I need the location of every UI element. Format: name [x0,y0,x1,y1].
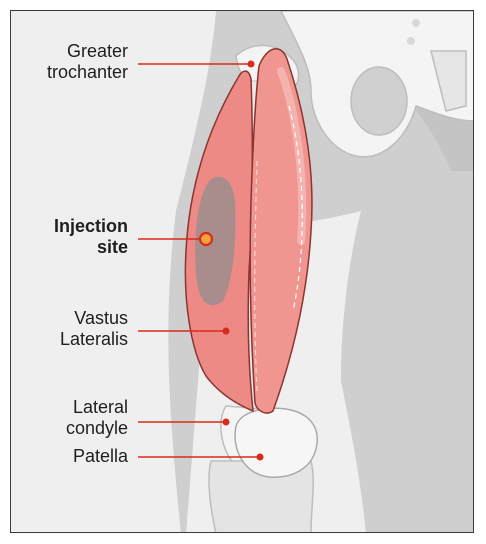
pubis-bone [430,50,467,112]
dot-lateral-condyle [222,418,230,426]
label-vastus-lateralis-line2: Lateralis [59,329,128,349]
dot-vastus-lateralis [222,327,230,335]
injection-area [195,176,236,306]
label-lateral-condyle-line1: Lateral [72,397,128,417]
label-greater-trochanter-line2: trochanter [46,62,128,82]
label-injection-site: Injection site [54,216,128,258]
obturator-foramen [350,66,408,136]
label-patella: Patella [73,446,128,467]
muscle-fiber-dashes [288,105,303,312]
label-injection-site-line2: site [96,237,128,257]
label-vastus-lateralis: Vastus Lateralis [60,308,128,350]
femur-outline-dashes [254,160,258,392]
dot-greater-trochanter [247,60,255,68]
dot-patella [256,453,264,461]
label-vastus-lateralis-line1: Vastus [74,308,128,328]
muscle-highlight [277,67,307,245]
injection-site-marker [198,231,214,247]
label-greater-trochanter-line1: Greater [66,41,128,61]
thigh-anatomy-illustration [138,11,473,532]
diagram-frame: Greater trochanter Injection site Vastus… [10,10,474,533]
patella-bone [234,407,318,478]
label-patella-line1: Patella [72,446,128,466]
label-greater-trochanter: Greater trochanter [47,41,128,83]
label-lateral-condyle: Lateral condyle [66,397,128,439]
label-lateral-condyle-line2: condyle [65,418,128,438]
tibia-bone [208,460,314,532]
label-injection-site-line1: Injection [53,216,128,236]
